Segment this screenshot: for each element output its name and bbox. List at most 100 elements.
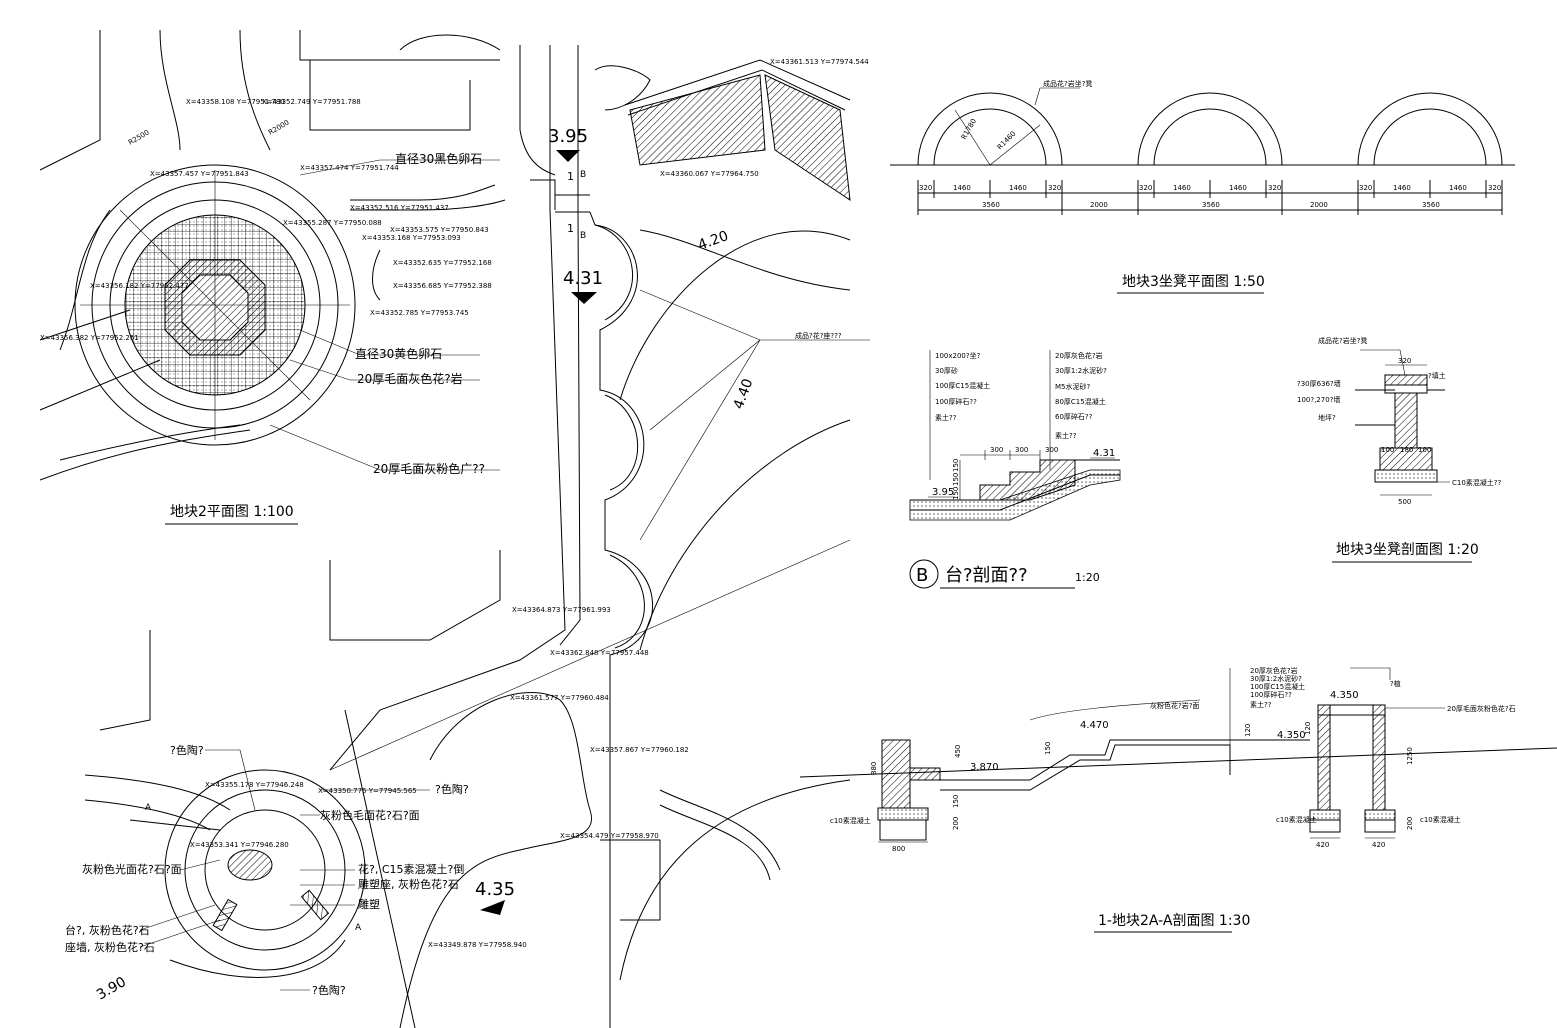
a-note-wall: 20厚毛面灰粉色花?石: [1447, 704, 1516, 713]
step-section-scale: 1:20: [1075, 571, 1100, 584]
coord-8: X=43353.168 Y=77953.093: [362, 234, 461, 242]
coord-11: X=43356.182 Y=77952.477: [90, 282, 189, 290]
a-dim-5: 1250: [1406, 747, 1414, 765]
a-layer-4: 100厚碎石??: [1250, 690, 1292, 699]
bench-section-dim-b3: 100: [1418, 446, 1431, 454]
label-finished-product: 成品?花?座???: [795, 331, 842, 340]
bench-section-note-1: ?30厚636?墙: [1297, 379, 1341, 388]
coord-22: X=43353.341 Y=77946.280: [190, 841, 289, 849]
a-c10-a: c10素混凝土: [830, 816, 871, 825]
plot2-plan-view: 直径30黑色卵石 直径30黄色卵石 20厚毛面灰色花?岩 20厚毛面灰粉色广??…: [39, 29, 506, 525]
coord-23: X=43354.479 Y=77958.970: [560, 832, 659, 840]
a-c10-c: c10素混凝土: [1420, 815, 1461, 824]
label-black-pebble: 直径30黑色卵石: [395, 152, 482, 166]
mark-b-b: B: [580, 231, 586, 241]
label-grey-pink-face: 灰粉色毛面花?石?面: [320, 808, 420, 822]
bench-dim-total-1: 3560: [982, 201, 1000, 209]
a-elev-2: 4.470: [1080, 720, 1109, 731]
step-section-marker: B: [916, 565, 928, 586]
mark-b-a: B: [580, 170, 586, 180]
step-dim-3: 300: [1045, 446, 1058, 454]
step-layer-r-2: 30厚1:2水泥砂?: [1055, 366, 1107, 375]
a-dim-1: 800: [892, 845, 905, 853]
bench-dim-9: 320: [1359, 184, 1372, 192]
a-dim-3: 420: [1372, 841, 1385, 849]
a-note-soil: ?植: [1390, 679, 1401, 688]
step-layer-r-1: 20厚灰色花?岩: [1055, 351, 1103, 360]
label-yellow-pebble: 直径30黄色卵石: [355, 347, 442, 361]
elev-435: 4.35: [475, 879, 515, 900]
step-dim-1: 300: [990, 446, 1003, 454]
step-layer-r-4: 80厚C15混凝土: [1055, 397, 1106, 406]
label-pottery-1: ?色陶?: [170, 743, 204, 757]
step-layer-r-3: M5水泥砂?: [1055, 382, 1090, 391]
bench-section: 成品花?岩坐?凳 320 ?30厚636?墙 100?,270?墙 地坪? ?填…: [1297, 336, 1502, 563]
label-grey-pink-smooth: 灰粉色光面花?石?面: [82, 862, 182, 876]
coord-3: X=43357.474 Y=77951.744: [300, 164, 399, 172]
step-dim-2: 300: [1015, 446, 1028, 454]
a-elev-4: 4.350: [1330, 690, 1359, 701]
radius-r2500: R2500: [127, 128, 151, 146]
bench-dim-6: 1460: [1173, 184, 1191, 192]
bench-section-dim-b1: 100: [1381, 446, 1394, 454]
bench-section-note-base: C10素混凝土??: [1452, 478, 1502, 487]
coord-20: X=43355.178 Y=77946.248: [205, 781, 304, 789]
bench-section-note-top: 成品花?岩坐?凳: [1318, 336, 1367, 345]
bench-plan-note: 成品花?岩坐?凳: [1043, 79, 1092, 88]
label-c15: 花?, C15素混凝土?倒: [358, 862, 464, 876]
bench-dim-11: 1460: [1449, 184, 1467, 192]
label-sculpture-base: 雕塑座, 灰粉色花?石: [358, 877, 459, 891]
label-pottery-3: ?色陶?: [312, 983, 346, 997]
step-layer-l-5: 素土??: [935, 413, 957, 422]
mark-a-left: A: [145, 803, 152, 813]
elev-395: 3.95: [548, 126, 588, 147]
step-section: 100x200?坐? 30厚砂 100厚C15混凝土 100厚碎石?? 素土??…: [909, 350, 1121, 589]
bench-dim-total-2: 2000: [1090, 201, 1108, 209]
bench-section-dim-base: 500: [1398, 498, 1411, 506]
coord-1: X=43358.108 Y=77951.780: [186, 98, 285, 106]
coord-10: X=43352.785 Y=77953.745: [370, 309, 469, 317]
radius-r2000: R2000: [267, 118, 291, 136]
site-road-plan: 成品?花?座??? 3.95 4.31 4.20 4.40 4.35 1 B 1…: [329, 45, 870, 1028]
elev-431: 4.31: [563, 268, 603, 289]
coord-14: X=43361.513 Y=77974.544: [770, 58, 869, 66]
a-dim-7: 120: [1244, 724, 1252, 737]
bench-section-note-2: 100?,270?墙: [1297, 395, 1340, 404]
bench-section-note-soil: ?填土: [1428, 371, 1446, 380]
step-layer-l-2: 30厚砂: [935, 366, 958, 375]
title-bench-plan: 地块3坐凳平面图 1:50: [1122, 274, 1265, 290]
bench-dim-8: 320: [1268, 184, 1281, 192]
a-note-bank: 灰粉色花?岩?面: [1150, 701, 1199, 710]
coord-16: X=43364.873 Y=77961.993: [512, 606, 611, 614]
bench-dim-7: 1460: [1229, 184, 1247, 192]
a-dim-2: 420: [1316, 841, 1329, 849]
step-layer-l-4: 100厚碎石??: [935, 397, 977, 406]
coord-6: X=43352.516 Y=77951.437: [350, 204, 449, 212]
mark-a-right: A: [355, 923, 362, 933]
radius-r1780: R1780: [960, 117, 978, 141]
a-section: 20厚灰色花?岩 30厚1:2水泥砂? 100厚C15混凝土 100厚碎石?? …: [799, 666, 1557, 933]
step-elev-bottom: 3.95: [932, 487, 954, 498]
a-dim-8: 150: [1044, 742, 1052, 755]
coord-2: X=43352.749 Y=77951.788: [262, 98, 361, 106]
a-dim-12: 200: [1406, 817, 1414, 830]
step-elev-top: 4.31: [1093, 448, 1115, 459]
bench-dim-2: 1460: [953, 184, 971, 192]
coord-17: X=43362.848 Y=77957.448: [550, 649, 649, 657]
title-plot2-plan: 地块2平面图 1:100: [170, 504, 294, 520]
coord-12: X=43356.382 Y=77952.261: [40, 334, 139, 342]
label-grey-granite-b: 20厚毛面灰粉色广??: [373, 462, 485, 476]
a-dim-11: 150: [952, 795, 960, 808]
elev-420: 4.20: [696, 228, 731, 254]
bench-dim-10: 1460: [1393, 184, 1411, 192]
step-height-2: 150: [952, 473, 960, 486]
a-layer-5: 素土??: [1250, 700, 1272, 709]
bench-section-dim-top: 320: [1398, 357, 1411, 365]
a-dim-6: 450: [954, 745, 962, 758]
bench-dim-total-4: 2000: [1310, 201, 1328, 209]
elev-390: 3.90: [94, 974, 129, 1003]
coord-9: X=43352.635 Y=77952.168: [393, 259, 492, 267]
radius-r1460: R1460: [996, 130, 1018, 152]
a-layer-1: 20厚灰色花?岩: [1250, 666, 1298, 675]
